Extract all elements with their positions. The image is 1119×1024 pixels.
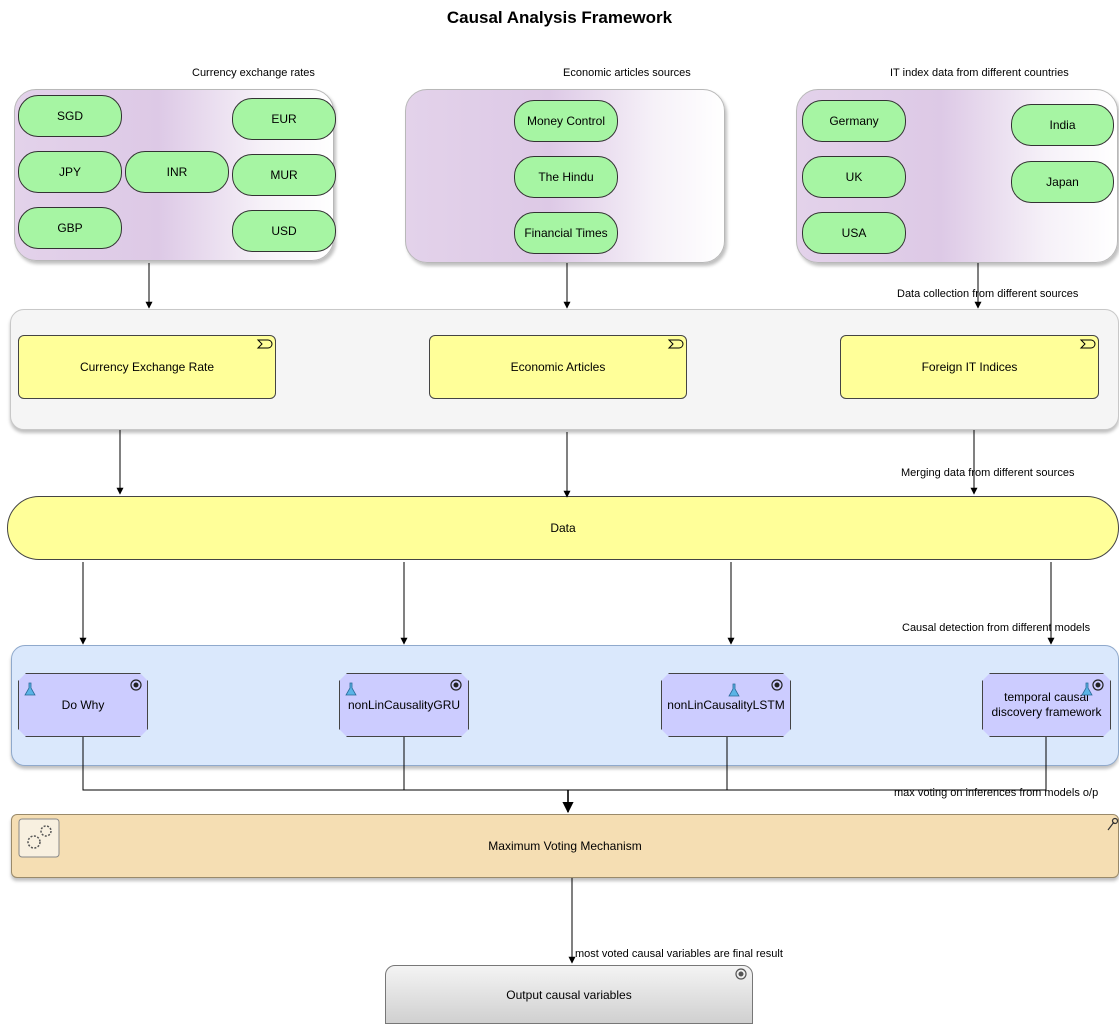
currency-gbp[interactable]: GBP — [18, 207, 122, 249]
maximum-voting-label: Maximum Voting Mechanism — [488, 839, 642, 853]
currency-eur[interactable]: EUR — [232, 98, 336, 140]
currency-inr[interactable]: INR — [125, 151, 229, 193]
collection-foreign-it-indices[interactable]: Foreign IT Indices — [840, 335, 1099, 399]
country-germany[interactable]: Germany — [802, 100, 906, 142]
caption-final-result: most voted causal variables are final re… — [575, 948, 783, 960]
article-source-the-hindu[interactable]: The Hindu — [514, 156, 618, 198]
diagram-title: Causal Analysis Framework — [446, 8, 673, 27]
caption-it-index: IT index data from different countries — [890, 67, 1069, 79]
country-usa[interactable]: USA — [802, 212, 906, 254]
model-nonlincausality-gru[interactable]: nonLinCausalityGRU — [339, 673, 469, 737]
article-source-financial-times[interactable]: Financial Times — [514, 212, 618, 254]
caption-merging: Merging data from different sources — [901, 467, 1075, 479]
flask-icon — [24, 682, 1093, 697]
merged-data-node[interactable]: Data — [7, 496, 1119, 560]
model-do-why[interactable]: Do Why — [18, 673, 148, 737]
currency-jpy[interactable]: JPY — [18, 151, 122, 193]
target-icon — [130, 679, 1104, 691]
output-target-icon — [735, 968, 747, 980]
country-japan[interactable]: Japan — [1011, 161, 1114, 203]
currency-usd[interactable]: USD — [232, 210, 336, 252]
caption-causal-detection: Causal detection from different models — [902, 622, 1091, 634]
currency-sgd[interactable]: SGD — [18, 95, 122, 137]
model-temporal-causal-discovery[interactable]: temporal causal discovery framework — [982, 673, 1111, 737]
country-india[interactable]: India — [1011, 104, 1114, 146]
model-band — [11, 645, 1119, 766]
collection-currency-exchange-rate[interactable]: Currency Exchange Rate — [18, 335, 276, 399]
country-uk[interactable]: UK — [802, 156, 906, 198]
wrench-icon — [1107, 817, 1119, 831]
voting-band — [11, 814, 1119, 878]
model-merge-line — [82, 737, 1047, 791]
event-icon — [1079, 339, 1096, 349]
gear-icon — [18, 818, 60, 858]
collection-economic-articles[interactable]: Economic Articles — [429, 335, 687, 399]
model-nonlincausality-lstm[interactable]: nonLinCausalityLSTM — [661, 673, 791, 737]
output-causal-variables[interactable]: Output causal variables — [385, 965, 753, 1024]
caption-currency-rates: Currency exchange rates — [192, 67, 315, 79]
caption-articles-sources: Economic articles sources — [563, 67, 691, 79]
event-icon — [256, 339, 273, 349]
event-icon — [667, 339, 684, 349]
currency-mur[interactable]: MUR — [232, 154, 336, 196]
caption-collection: Data collection from different sources — [897, 288, 1079, 300]
article-source-money-control[interactable]: Money Control — [514, 100, 618, 142]
